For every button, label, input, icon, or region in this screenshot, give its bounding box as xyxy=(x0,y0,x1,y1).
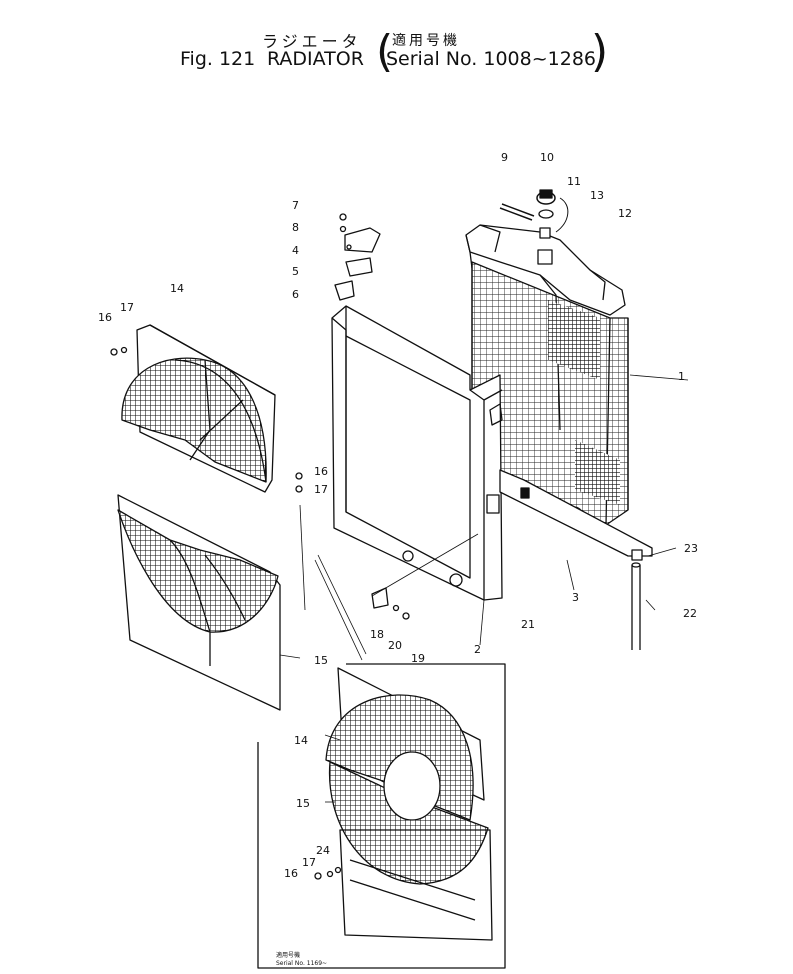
part-label-13: 13 xyxy=(590,189,604,202)
part-label-3: 3 xyxy=(572,591,579,604)
part-label-11: 11 xyxy=(567,175,581,188)
part-label-12: 12 xyxy=(618,207,632,220)
part-label-24: 24 xyxy=(316,844,330,857)
inset-serial-note: 適用号機 Serial No. 1169~ xyxy=(276,952,327,968)
serial-range: Serial No. 1008~1286 xyxy=(386,48,597,70)
part-label-22: 22 xyxy=(683,607,697,620)
part-label-14-upper: 14 xyxy=(170,282,184,295)
part-label-6: 6 xyxy=(292,288,299,301)
part-label-17-inset: 17 xyxy=(302,856,316,869)
part-label-2: 2 xyxy=(474,643,481,656)
part-label-10: 10 xyxy=(540,151,554,164)
title-applicability: 適用号機 xyxy=(392,33,460,49)
part-label-16-mid: 16 xyxy=(314,465,328,478)
part-label-1: 1 xyxy=(678,370,685,383)
part-label-4: 4 xyxy=(292,244,299,257)
fan-shroud-upper xyxy=(121,324,276,493)
part-label-7: 7 xyxy=(292,199,299,212)
fan-shroud-lower xyxy=(117,494,281,711)
part-label-20: 20 xyxy=(388,639,402,652)
part-label-16-left: 16 xyxy=(98,311,112,324)
inset-note-line2: Serial No. 1169~ xyxy=(276,960,328,967)
part-label-15-inset: 15 xyxy=(296,797,310,810)
bracket-parts xyxy=(334,213,381,301)
radiator-cap-parts xyxy=(499,189,569,239)
radiator-core xyxy=(465,224,629,526)
part-label-16-inset: 16 xyxy=(284,867,298,880)
radiator-frame xyxy=(331,305,503,601)
part-label-17-mid: 17 xyxy=(314,483,328,496)
part-label-5: 5 xyxy=(292,265,299,278)
part-label-9: 9 xyxy=(501,151,508,164)
part-label-23: 23 xyxy=(684,542,698,555)
inset-note-line1: 適用号機 xyxy=(276,952,301,959)
figure-title: RADIATOR xyxy=(267,48,364,70)
part-label-21: 21 xyxy=(521,618,535,631)
figure-number: Fig. 121 xyxy=(180,48,256,70)
misc-parts xyxy=(110,346,653,650)
title-japanese: ラジエータ xyxy=(262,32,362,51)
part-label-14-inset: 14 xyxy=(294,734,308,747)
title-paren-left: ( xyxy=(376,26,394,77)
leader-lines xyxy=(279,374,689,803)
inset-variant xyxy=(257,663,506,969)
part-label-15-lower: 15 xyxy=(314,654,328,667)
part-label-18: 18 xyxy=(370,628,384,641)
part-label-17-left: 17 xyxy=(120,301,134,314)
part-label-8: 8 xyxy=(292,221,299,234)
part-label-19: 19 xyxy=(411,652,425,665)
title-paren-right: ) xyxy=(591,26,609,77)
